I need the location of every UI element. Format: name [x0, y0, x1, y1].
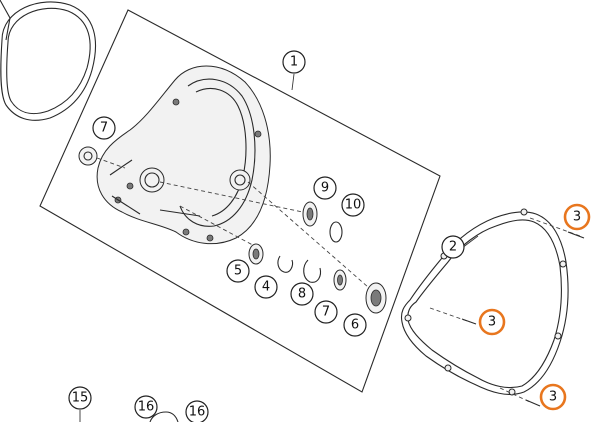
callout-label: 6	[351, 318, 359, 333]
callout-3-top: 3	[563, 203, 591, 231]
callout-15: 15	[68, 386, 92, 410]
clutch-cover-gasket	[400, 208, 569, 396]
callout-2: 2	[441, 235, 465, 259]
callout-6: 6	[343, 313, 367, 337]
leader-1	[291, 73, 295, 91]
callout-label: 5	[234, 264, 242, 279]
callout-label: 7	[100, 121, 108, 136]
callout-1: 1	[282, 50, 306, 74]
callout-16-right: 16	[185, 400, 209, 422]
screw-top	[567, 231, 585, 239]
bearing-6	[365, 282, 387, 314]
circlip-4	[277, 255, 294, 273]
callout-3-bottom: 3	[539, 383, 567, 411]
callout-label: 3	[488, 315, 496, 330]
callout-10: 10	[341, 193, 365, 217]
o-ring-10	[329, 221, 343, 243]
callout-7-right: 7	[314, 300, 338, 324]
partial-gasket-top-left	[0, 0, 97, 121]
callout-3-mid: 3	[478, 308, 506, 336]
callout-label: 1	[290, 55, 298, 70]
callout-label: 15	[72, 391, 89, 406]
callout-label: 3	[549, 390, 557, 405]
axis-line-b	[179, 205, 263, 251]
assembly-frame	[39, 9, 441, 393]
axis-line-a	[159, 181, 313, 215]
callout-8: 8	[290, 282, 314, 306]
callout-label: 8	[298, 287, 306, 302]
callout-label: 9	[321, 181, 329, 196]
screw-bottom	[525, 399, 541, 407]
circlip-8	[303, 259, 322, 283]
seal-7-right	[333, 269, 347, 291]
bearing-9	[302, 201, 318, 227]
callout-label: 16	[138, 400, 155, 415]
screw-mid	[461, 318, 477, 325]
axis-line-c	[247, 181, 377, 295]
screw-axis-bottom	[499, 387, 531, 403]
leader-2	[461, 235, 479, 249]
clutch-cover-housing	[96, 65, 271, 245]
callout-16-left: 16	[134, 395, 158, 419]
partial-part-16	[149, 411, 179, 422]
callout-7-left: 7	[92, 116, 116, 140]
callout-9: 9	[313, 176, 337, 200]
callout-5: 5	[226, 259, 250, 283]
callout-label: 2	[449, 240, 457, 255]
seal-7-left	[78, 146, 126, 169]
callout-label: 16	[189, 405, 206, 420]
callout-4: 4	[254, 275, 278, 299]
callout-label: 7	[322, 305, 330, 320]
callout-label: 4	[262, 280, 270, 295]
callout-label: 3	[573, 210, 581, 225]
seal-5	[248, 243, 264, 265]
callout-label: 10	[345, 198, 362, 213]
